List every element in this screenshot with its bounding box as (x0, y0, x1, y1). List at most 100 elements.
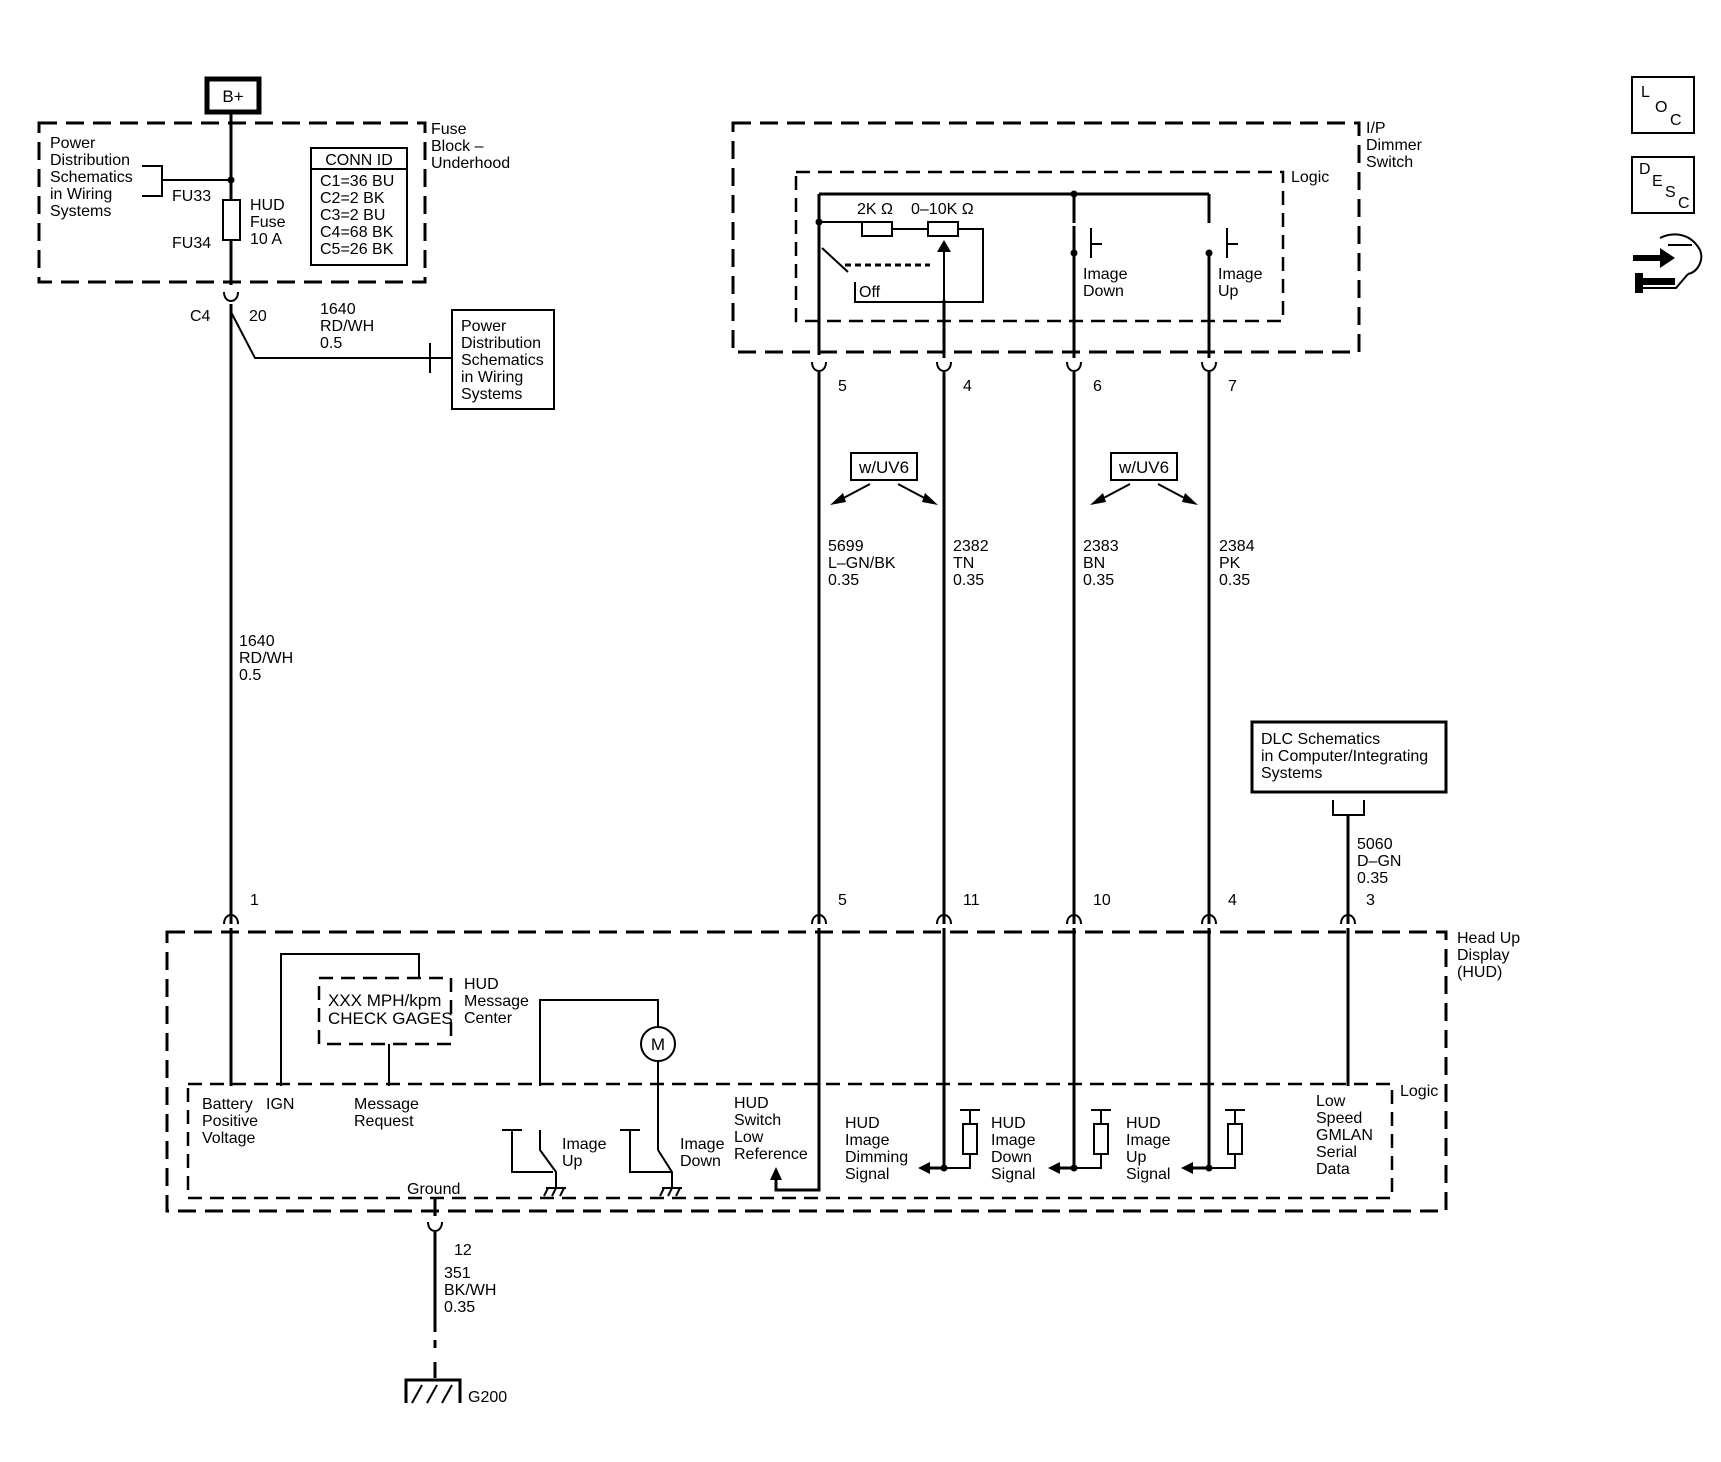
hud-module: Head Up Display (HUD) Logic (165, 928, 1520, 1213)
power-dist-ref-1: Power (50, 135, 96, 152)
loc-letter-c: C (1670, 112, 1682, 129)
serial-data-1: Low (1316, 1093, 1346, 1110)
dimmer-title-1: I/P (1366, 120, 1386, 137)
power-dist-box-4: in Wiring (461, 369, 523, 386)
serial-data-3: GMLAN (1316, 1127, 1373, 1144)
wire-2383-number: 2383 (1083, 538, 1119, 555)
hud-pin-3: 3 (1366, 892, 1375, 909)
down-signal-1: HUD (991, 1115, 1026, 1132)
main-wire-color: RD/WH (239, 650, 293, 667)
loc-letter-l: L (1641, 84, 1650, 101)
dlc-box-2: in Computer/Integrating (1261, 748, 1428, 765)
potentiometer-label: 0–10K Ω (911, 201, 974, 218)
switch-low-ref-1: HUD (734, 1095, 769, 1112)
hud-ground-label: Ground (407, 1181, 460, 1198)
power-dist-box-1: Power (461, 318, 507, 335)
ground-pin-label: 12 (454, 1242, 472, 1259)
ground-name-label: G200 (468, 1389, 507, 1406)
motor-symbol: M (539, 999, 676, 1150)
option-tag-uv6-left: w/UV6 (830, 452, 938, 505)
wire-2384-color: PK (1219, 555, 1241, 572)
desc-letter-d: D (1639, 161, 1651, 178)
resistor-2k-label: 2K Ω (857, 201, 893, 218)
hud-message-center-display: XXX MPH/kpm CHECK GAGES HUD Message Cent… (317, 976, 529, 1086)
power-dist-ref-2: Distribution (50, 152, 130, 169)
fuse-block-underhood: Fuse Block – Underhood Power Distributio… (37, 121, 510, 284)
bplus-source: B+ (204, 76, 262, 115)
switch-low-ref-2: Switch (734, 1112, 781, 1129)
dimmer-image-down-1: Image (1083, 266, 1128, 283)
ground-wire-size: 0.35 (444, 1299, 475, 1316)
wire-5699-size: 0.35 (828, 572, 859, 589)
message-line-1: XXX MPH/kpm (328, 991, 441, 1010)
hud-fuse-label-1: HUD (250, 197, 285, 214)
battery-label-1: Battery (202, 1096, 253, 1113)
loc-icon[interactable]: L O C (1631, 76, 1695, 134)
message-center-label-1: HUD (464, 976, 499, 993)
fu33-label: FU33 (172, 188, 211, 205)
serial-data-5: Data (1316, 1161, 1350, 1178)
motor-label: M (651, 1035, 665, 1054)
desc-letter-c: C (1678, 195, 1690, 212)
hud-fuse-label-2: Fuse (250, 214, 286, 231)
dlc-wire-number: 5060 (1357, 836, 1393, 853)
conn-id-row-2: C2=2 BK (320, 190, 385, 207)
ip-dimmer-switch: I/P Dimmer Switch Logic 2K Ω 0–10K Ω Off… (731, 120, 1423, 358)
up-signal-2: Image (1126, 1132, 1171, 1149)
hud-pin-1: 1 (250, 892, 259, 909)
message-center-label-2: Message (464, 993, 529, 1010)
dimmer-pin-6: 6 (1093, 378, 1102, 395)
conn-id-row-3: C3=2 BU (320, 207, 385, 224)
ground-g200: 12 351 BK/WH 0.35 G200 (404, 1198, 507, 1406)
main-wire-number: 1640 (239, 633, 275, 650)
ign-label: IGN (266, 1096, 294, 1113)
power-dist-box-2: Distribution (461, 335, 541, 352)
fu34-label: FU34 (172, 235, 211, 252)
message-request-2: Request (354, 1113, 414, 1130)
dimmer-title-2: Dimmer (1366, 137, 1423, 154)
dimming-signal-1: HUD (845, 1115, 880, 1132)
serial-data-2: Speed (1316, 1110, 1362, 1127)
desc-icon[interactable]: D E S C (1631, 156, 1695, 214)
message-line-2: CHECK GAGES (328, 1009, 453, 1028)
switch-low-ref-4: Reference (734, 1146, 808, 1163)
power-dist-ref-4: in Wiring (50, 186, 112, 203)
hud-image-up-label-1: Image (562, 1136, 607, 1153)
conn-id-row-4: C4=68 BK (320, 224, 394, 241)
main-wire-size: 0.5 (239, 667, 261, 684)
bplus-label: B+ (222, 87, 243, 106)
serial-data-4: Serial (1316, 1144, 1357, 1161)
dimming-signal-4: Signal (845, 1166, 889, 1183)
ground-wire-number: 351 (444, 1265, 471, 1282)
hud-fuse-label-3: 10 A (250, 231, 282, 248)
pullup-resistor-up (1070, 1109, 1111, 1172)
dlc-wire-color: D–GN (1357, 853, 1401, 870)
power-dist-box[interactable]: Power Distribution Schematics in Wiring … (451, 309, 555, 410)
dlc-schematics-box[interactable]: DLC Schematics in Computer/Integrating S… (1250, 720, 1448, 794)
hud-image-up-label-2: Up (562, 1153, 583, 1170)
up-signal-1: HUD (1126, 1115, 1161, 1132)
desc-letter-s: S (1665, 184, 1676, 201)
power-dist-ref-3: Schematics (50, 169, 133, 186)
message-center-label-3: Center (464, 1010, 513, 1027)
fuse-block-label-2: Block – (431, 138, 484, 155)
wire-2383-color: BN (1083, 555, 1105, 572)
fuse-block-label-3: Underhood (431, 155, 510, 172)
dimmer-image-up-2: Up (1218, 283, 1239, 300)
power-dist-ref-5: Systems (50, 203, 111, 220)
wire-2382-size: 0.35 (953, 572, 984, 589)
c4-connector (223, 291, 239, 302)
resistor-2k (861, 221, 893, 237)
connector-hand-icon[interactable] (1633, 233, 1703, 293)
dimmer-off-label: Off (859, 284, 881, 301)
dimmer-pin-5: 5 (838, 378, 847, 395)
option-tag-uv6-right: w/UV6 (1090, 452, 1198, 505)
branch-wire-color: RD/WH (320, 318, 374, 335)
dimming-signal-3: Dimming (845, 1149, 908, 1166)
hud-title-2: Display (1457, 947, 1509, 964)
dimmer-pin-7: 7 (1228, 378, 1237, 395)
hud-image-down-label-1: Image (680, 1136, 725, 1153)
hud-pin-connectors: 1 5 11 10 4 3 (223, 892, 1375, 925)
wire-5699-number: 5699 (828, 538, 864, 555)
